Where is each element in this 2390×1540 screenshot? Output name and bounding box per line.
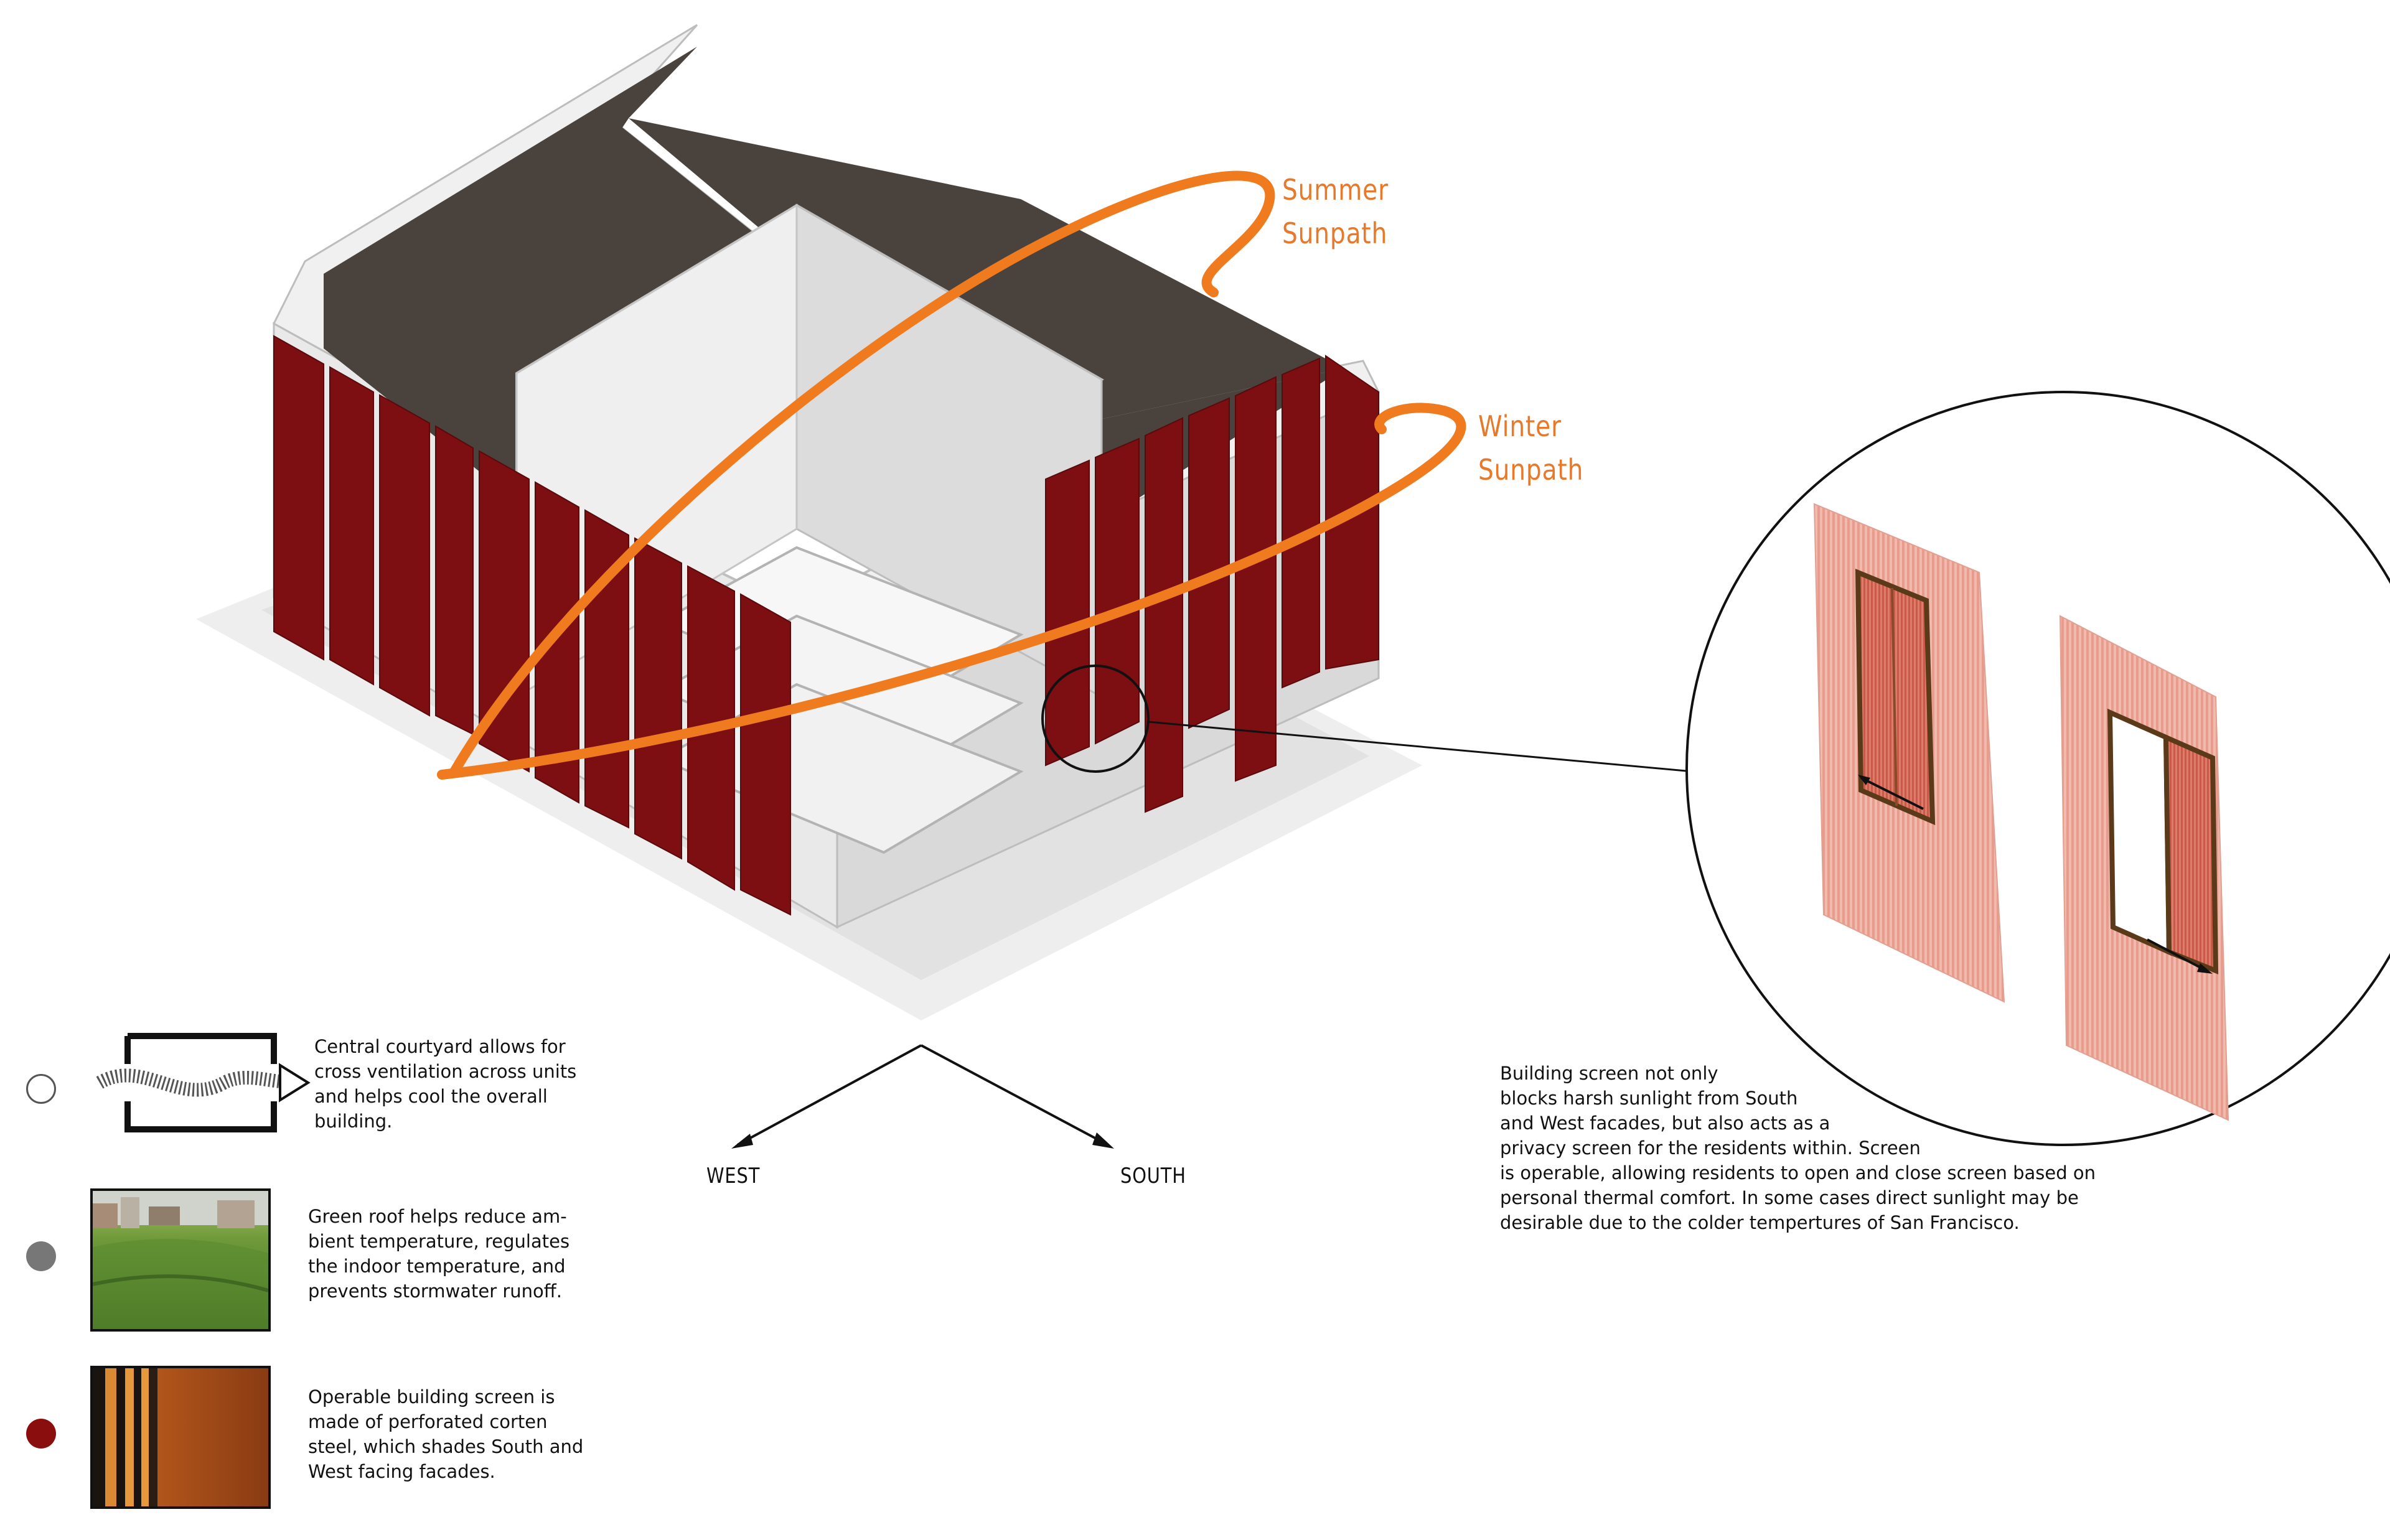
summer-sunpath-curve — [449, 170, 1275, 777]
window-open-glass — [2107, 708, 2172, 956]
legend-line: Central courtyard allows for — [314, 1036, 566, 1057]
legend-line: Green roof helps reduce am- — [308, 1206, 567, 1227]
legend-line: West facing facades. — [308, 1461, 495, 1482]
screen-note-line: blocks harsh sunlight from South — [1500, 1088, 1798, 1109]
legend-text-green-roof: Green roof helps reduce am- bient temper… — [308, 1204, 607, 1304]
corten-steel-photo — [90, 1366, 271, 1509]
screen-note-line: is operable, allowing residents to open … — [1500, 1162, 2096, 1183]
compass-arrowhead-west — [731, 1134, 753, 1149]
compass-arrow-south — [921, 1044, 1108, 1146]
legend-line: Operable building screen is — [308, 1386, 555, 1407]
detail-magnified-circle — [1685, 391, 2390, 1146]
detail-callout-leader — [1148, 721, 1694, 773]
compass-arrowhead-south — [1092, 1132, 1114, 1149]
legend-line: and helps cool the overall — [314, 1086, 548, 1107]
legend-line: prevents stormwater runoff. — [308, 1281, 562, 1302]
legend-dot-green-roof — [26, 1241, 56, 1271]
slide-arrow-closed — [1860, 777, 1924, 810]
legend-dot-courtyard — [26, 1074, 56, 1104]
compass-label-south: SOUTH — [1120, 1164, 1186, 1188]
screen-note-line: personal thermal comfort. In some cases … — [1500, 1187, 2079, 1208]
winter-sunpath-label-line1: Winter — [1478, 409, 1562, 443]
legend-dot-screen — [26, 1419, 56, 1449]
legend-text-screen: Operable building screen is made of perf… — [308, 1384, 607, 1484]
winter-sunpath-label-line2: Sunpath — [1478, 453, 1584, 487]
legend-line: cross ventilation across units — [314, 1061, 577, 1082]
screen-note-line: desirable due to the colder tempertures … — [1500, 1212, 2020, 1233]
slide-arrow-open — [2147, 938, 2207, 972]
legend-text-courtyard: Central courtyard allows for cross venti… — [314, 1034, 613, 1134]
summer-sunpath-label: Summer Sunpath — [1282, 168, 1389, 255]
detail-callout-circle — [1041, 665, 1150, 773]
courtyard-ventilation-sketch — [90, 1020, 314, 1145]
legend-line: bient temperature, regulates — [308, 1231, 570, 1252]
legend-line: the indoor temperature, and — [308, 1256, 566, 1277]
compass-arrow-west — [737, 1044, 922, 1146]
winter-sunpath-label: Winter Sunpath — [1478, 404, 1583, 492]
legend-line: steel, which shades South and — [308, 1436, 584, 1457]
slide-arrow-closed-head — [1858, 775, 1870, 785]
compass-label-west: WEST — [706, 1164, 761, 1188]
screen-note-line: Building screen not only — [1500, 1063, 1718, 1084]
green-roof-photo — [90, 1188, 271, 1332]
legend-line: made of perforated corten — [308, 1411, 548, 1432]
corten-steel-image — [93, 1368, 268, 1506]
winter-sunpath-curve — [437, 403, 1466, 780]
screen-explanation-note: Building screen not only blocks harsh su… — [1500, 1061, 2153, 1235]
window-closed-mullion — [1891, 587, 1898, 806]
slide-arrow-open-head — [2197, 963, 2213, 974]
summer-sunpath-label-line2: Sunpath — [1282, 217, 1388, 250]
green-roof-image — [93, 1191, 268, 1329]
south-screen-panels — [1045, 355, 1379, 813]
window-open-screen — [2163, 733, 2219, 974]
summer-sunpath-label-line1: Summer — [1282, 173, 1389, 207]
screen-note-line: and West facades, but also acts as a — [1500, 1113, 1830, 1134]
screen-note-line: privacy screen for the residents within.… — [1500, 1137, 1921, 1159]
legend-line: building. — [314, 1111, 393, 1132]
